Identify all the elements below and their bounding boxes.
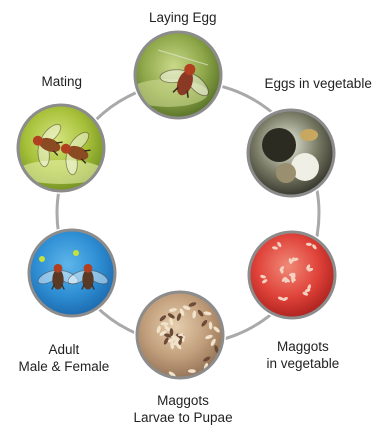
stage-label-line: Maggots — [267, 338, 340, 355]
stage-label-line: Laying Egg — [149, 9, 217, 26]
mating-flies-photo — [15, 102, 107, 194]
stage-label-line: Male & Female — [19, 358, 110, 375]
adult-male-female-photo — [26, 227, 118, 319]
stage-label: MaggotsLarvae to Pupae — [134, 392, 233, 426]
stage-label-line: Eggs in vegetable — [265, 75, 372, 92]
stage-label-line: Adult — [19, 341, 110, 358]
eggs-in-vegetable-photo — [245, 107, 337, 199]
stage-label: AdultMale & Female — [19, 341, 110, 375]
stage-label-line: in vegetable — [267, 355, 340, 372]
stage-label: Mating — [42, 73, 83, 90]
larvae-to-pupae-photo — [134, 289, 226, 381]
fly-laying-egg-photo — [128, 29, 224, 121]
stage-label-line: Mating — [42, 73, 83, 90]
stage-label: Maggotsin vegetable — [267, 338, 340, 372]
stage-label-line: Maggots — [134, 392, 233, 409]
stage-label: Eggs in vegetable — [265, 75, 372, 92]
stage-label-line: Larvae to Pupae — [134, 409, 233, 426]
stage-label: Laying Egg — [149, 9, 217, 26]
maggots-in-vegetable-photo — [246, 229, 338, 321]
